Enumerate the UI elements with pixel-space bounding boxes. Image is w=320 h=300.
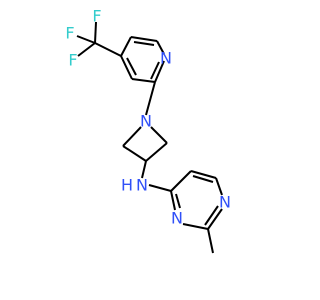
bond-cf3-f-top <box>94 21 97 44</box>
bond-pym-c4-c5 <box>170 170 192 192</box>
atom-f-left-bottom: F <box>68 51 77 70</box>
bond-amine-pyrimidine <box>148 184 172 192</box>
bond-aze-amine <box>141 160 147 179</box>
bond-aze-c4-n <box>150 126 168 144</box>
atom-f-top: F <box>92 7 101 26</box>
bond-pym-n3-c4 <box>170 190 176 211</box>
bond-pym-n1-c2-inner <box>204 205 219 226</box>
atom-n-azetidine: N <box>140 112 152 131</box>
bond-aze-c2-c3 <box>122 145 147 162</box>
bond-pyr-azetidine <box>145 81 156 116</box>
bond-pym-c6-n1 <box>215 177 223 196</box>
bond-cf3-ring <box>94 42 122 57</box>
atom-h-amine: H <box>121 176 133 195</box>
bond-pym-c5-c6 <box>190 170 217 179</box>
bond-pym-n1-c2 <box>207 208 223 230</box>
atom-f-left-top: F <box>65 24 74 43</box>
atom-n-pyrimidine-lower: N <box>171 209 183 228</box>
bond-aze-n-c2 <box>122 126 142 147</box>
atom-n-pyridine: N <box>160 49 172 68</box>
bond-pym-methyl <box>207 228 214 254</box>
structure-canvas: F F F N N N H N N <box>65 7 231 254</box>
bond-cf3-f-left-bottom <box>77 42 96 57</box>
bond-aze-c3-c4 <box>145 142 168 162</box>
bond-pym-c5-c6-inner <box>192 175 214 183</box>
bond-pyr-c3-c2-inner <box>133 41 155 46</box>
bond-pyr-c3-c2 <box>130 36 158 42</box>
bond-pyr-c5-c4 <box>120 55 133 80</box>
atom-n-amine: N <box>136 176 148 195</box>
bond-pyr-c5-c4-inner <box>126 57 137 76</box>
atom-n-pyrimidine-upper: N <box>219 193 231 212</box>
bond-cf3-f-left-top <box>76 35 96 44</box>
bond-pym-n3-c4-inner <box>175 193 181 209</box>
bonds <box>76 21 223 254</box>
bond-pyr-n-c6-inner <box>150 61 160 80</box>
bond-pym-c2-n3 <box>182 223 209 230</box>
bond-pyr-c6-c5 <box>131 78 156 83</box>
bond-pyr-c2-n <box>156 40 165 55</box>
atom-labels: F F F N N N H N N <box>65 7 231 228</box>
bond-pyr-c4-c3 <box>120 36 132 57</box>
molecule-diagram: F F F N N N H N N <box>65 7 231 254</box>
bond-pyr-n-c6 <box>154 60 165 83</box>
